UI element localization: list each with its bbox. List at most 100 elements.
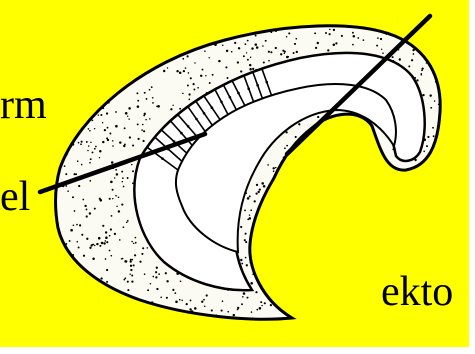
cell-nucleus — [180, 132, 183, 135]
stipple-dot — [89, 212, 91, 214]
stipple-dot — [86, 238, 88, 240]
stipple-dot — [102, 141, 104, 143]
stipple-dot — [237, 61, 239, 63]
stipple-dot — [118, 210, 120, 212]
stipple-dot — [123, 186, 125, 188]
stipple-dot — [238, 47, 240, 49]
stipple-dot — [131, 241, 133, 243]
stipple-dot — [135, 242, 137, 244]
stipple-dot — [123, 226, 125, 228]
stipple-dot — [284, 147, 286, 149]
stipple-dot — [70, 229, 73, 232]
stipple-dot — [72, 143, 74, 145]
stipple-dot — [105, 240, 107, 242]
stipple-dot — [129, 273, 130, 274]
stipple-dot — [151, 301, 154, 304]
stipple-dot — [128, 107, 131, 110]
label-ectoderm: ekto — [381, 269, 453, 315]
stipple-dot — [122, 181, 123, 182]
stipple-dot — [259, 188, 261, 190]
stipple-dot — [329, 29, 331, 31]
stipple-dot — [204, 305, 206, 307]
stipple-dot — [131, 280, 133, 282]
stipple-dot — [190, 77, 192, 79]
stipple-dot — [258, 191, 260, 193]
stipple-dot — [156, 267, 158, 269]
label-mesoderm-partial: rm — [0, 82, 47, 128]
stipple-dot — [399, 58, 401, 60]
stipple-dot — [102, 107, 104, 109]
stipple-dot — [66, 243, 68, 245]
label-endoderm-partial: el — [0, 174, 30, 220]
stipple-dot — [188, 93, 190, 95]
stipple-dot — [411, 59, 413, 61]
stipple-dot — [244, 43, 246, 45]
stipple-dot — [114, 233, 116, 235]
stipple-dot — [237, 309, 239, 311]
stipple-dot — [144, 273, 146, 275]
stipple-dot — [77, 241, 79, 243]
stipple-dot — [98, 114, 99, 115]
stipple-dot — [99, 150, 101, 152]
stipple-dot — [268, 51, 270, 53]
cell-nucleus — [256, 84, 259, 87]
stipple-dot — [132, 170, 134, 172]
cell-nucleus — [195, 118, 198, 121]
stipple-dot — [296, 51, 298, 53]
stipple-dot — [333, 44, 336, 47]
stipple-dot — [65, 185, 67, 187]
stipple-dot — [241, 303, 243, 305]
stipple-dot — [254, 200, 256, 202]
stipple-dot — [250, 282, 253, 285]
stipple-dot — [298, 123, 300, 125]
stipple-dot — [249, 64, 251, 66]
stipple-dot — [130, 260, 132, 262]
stipple-dot — [215, 314, 217, 316]
stipple-dot — [116, 173, 119, 176]
stipple-dot — [115, 195, 117, 197]
stipple-dot — [112, 140, 113, 141]
stipple-dot — [263, 61, 265, 63]
stipple-dot — [131, 275, 133, 277]
stipple-dot — [438, 104, 439, 105]
stipple-dot — [416, 79, 418, 81]
stipple-dot — [86, 208, 88, 210]
stipple-dot — [261, 305, 262, 306]
stipple-dot — [273, 170, 275, 172]
stipple-dot — [233, 314, 235, 316]
stipple-dot — [149, 89, 151, 91]
stipple-dot — [105, 258, 107, 260]
stipple-dot — [80, 143, 82, 145]
stipple-dot — [67, 190, 69, 192]
stipple-dot — [222, 300, 224, 302]
stipple-dot — [208, 57, 209, 58]
stipple-dot — [244, 239, 246, 241]
stipple-dot — [226, 50, 228, 52]
stipple-dot — [413, 53, 415, 55]
stipple-dot — [110, 228, 112, 230]
stipple-dot — [214, 43, 217, 46]
stipple-dot — [255, 43, 257, 46]
stipple-dot — [189, 308, 191, 310]
stipple-dot — [250, 262, 252, 264]
stipple-dot — [286, 145, 288, 147]
stipple-dot — [156, 288, 158, 290]
stipple-dot — [142, 124, 144, 126]
stipple-dot — [194, 62, 195, 63]
cell-nucleus — [220, 101, 223, 104]
stipple-dot — [118, 196, 120, 198]
stipple-dot — [201, 301, 203, 303]
stipple-dot — [101, 242, 103, 244]
stipple-dot — [166, 297, 168, 299]
stipple-dot — [122, 177, 124, 179]
stipple-dot — [227, 77, 229, 79]
stipple-dot — [352, 32, 354, 34]
stipple-dot — [427, 136, 429, 138]
stipple-dot — [106, 112, 108, 114]
stipple-dot — [194, 307, 197, 310]
stipple-dot — [106, 281, 108, 283]
stipple-dot — [249, 195, 251, 197]
stipple-dot — [376, 45, 378, 47]
stipple-dot — [100, 199, 103, 202]
cell-nucleus — [247, 87, 250, 90]
